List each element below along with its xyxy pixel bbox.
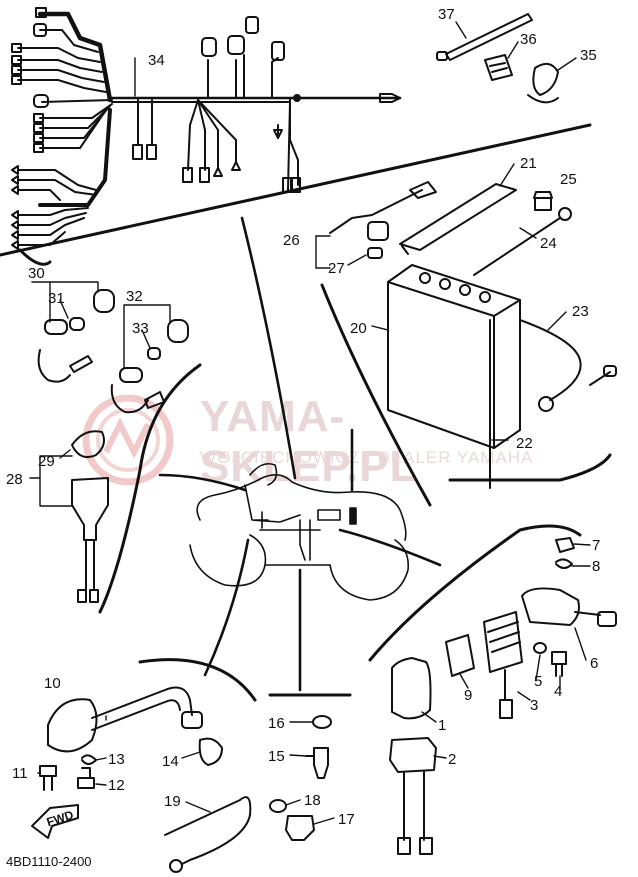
label-28: 28 — [6, 471, 23, 488]
label-25: 25 — [560, 171, 577, 188]
label-32: 32 — [126, 288, 143, 305]
label-16: 16 — [268, 715, 285, 732]
label-36: 36 — [520, 31, 537, 48]
connector-plug — [33, 133, 44, 143]
label-33: 33 — [132, 320, 149, 337]
callout-lines — [29, 21, 591, 825]
connector-plug — [33, 23, 47, 37]
connector-plug — [11, 43, 22, 53]
label-27: 27 — [328, 260, 345, 277]
connector-plug — [35, 7, 47, 18]
label-2: 2 — [448, 751, 456, 768]
connector-plug — [227, 35, 245, 55]
label-14: 14 — [162, 753, 179, 770]
label-18: 18 — [304, 792, 321, 809]
label-26: 26 — [283, 232, 300, 249]
bolt-4 — [551, 651, 567, 677]
band-37 — [436, 13, 533, 61]
label-21: 21 — [520, 155, 537, 172]
connector-plug — [201, 37, 217, 57]
label-23: 23 — [572, 303, 589, 320]
connector-plug — [33, 94, 49, 108]
label-4: 4 — [554, 683, 562, 700]
label-22: 22 — [516, 435, 533, 452]
washer-16 — [312, 715, 332, 729]
label-11: 11 — [12, 765, 28, 782]
battery-lead-23 — [519, 319, 617, 412]
connector-plug — [199, 167, 210, 183]
label-35: 35 — [580, 47, 597, 64]
label-8: 8 — [592, 558, 600, 575]
label-29: 29 — [38, 453, 55, 470]
label-1: 1 — [438, 717, 446, 734]
label-31: 31 — [48, 290, 65, 307]
nut-7 — [555, 537, 575, 553]
label-5: 5 — [534, 673, 542, 690]
bolt-11 — [39, 765, 57, 791]
label-3: 3 — [530, 697, 538, 714]
fwd-label: FWD — [45, 807, 76, 829]
washer-8 — [555, 558, 573, 569]
connector-plug — [182, 167, 193, 183]
lead-19 — [164, 796, 252, 873]
connector-plug — [11, 55, 22, 65]
connector-plug — [282, 177, 292, 193]
connector-plug — [11, 75, 22, 85]
label-6: 6 — [590, 655, 598, 672]
connector-plug — [146, 144, 157, 160]
washer-5 — [533, 642, 547, 654]
plug-cap-30 — [37, 289, 115, 383]
label-15: 15 — [268, 748, 285, 765]
rectifier-3 — [483, 611, 523, 719]
connector-plug — [271, 41, 285, 61]
label-17: 17 — [338, 811, 355, 828]
plug-cap-14 — [198, 737, 223, 766]
sensor-15 — [305, 747, 329, 779]
label-19: 19 — [164, 793, 181, 810]
washer-13 — [81, 754, 97, 765]
relay-holder-2 — [389, 737, 437, 855]
label-34: 34 — [148, 52, 165, 69]
label-24: 24 — [540, 235, 557, 252]
label-20: 20 — [350, 320, 367, 337]
harness-connectors — [11, 7, 401, 250]
label-12: 12 — [108, 777, 125, 794]
flasher-9 — [445, 634, 475, 677]
label-10: 10 — [44, 675, 61, 692]
switch-17 — [285, 815, 315, 841]
clamp-35 — [527, 62, 559, 104]
leader-lines — [158, 216, 442, 692]
fwd-arrow — [31, 804, 79, 839]
connector-plug — [33, 113, 44, 123]
connector-plug — [11, 65, 22, 75]
connector-plug — [33, 143, 44, 153]
battery-band-21 — [399, 183, 517, 255]
battery-lead-24 — [473, 207, 572, 276]
label-9: 9 — [464, 687, 472, 704]
label-7: 7 — [592, 537, 600, 554]
label-13: 13 — [108, 751, 125, 768]
plug-cap-32 — [110, 319, 189, 414]
fuse-27 — [367, 247, 383, 259]
washer-18 — [269, 799, 287, 813]
label-37: 37 — [438, 6, 455, 23]
section-dividers — [0, 123, 612, 702]
connector-plug — [132, 144, 143, 160]
relay-1 — [391, 657, 432, 720]
wire-harness — [17, 11, 402, 246]
connector-plug — [245, 16, 259, 34]
clamp-36 — [484, 54, 513, 81]
bolt-12 — [77, 767, 95, 789]
label-30: 30 — [28, 265, 45, 282]
starter-relay-6 — [521, 587, 617, 627]
diagram-code: 4BD1110-2400 — [6, 854, 92, 869]
ignition-coil-10 — [47, 686, 203, 753]
main-switch-28 — [71, 430, 109, 603]
fuse-holder-26 — [329, 181, 437, 241]
battery-20 — [387, 264, 521, 449]
bolt-25 — [533, 191, 553, 211]
connector-plug — [33, 123, 44, 133]
